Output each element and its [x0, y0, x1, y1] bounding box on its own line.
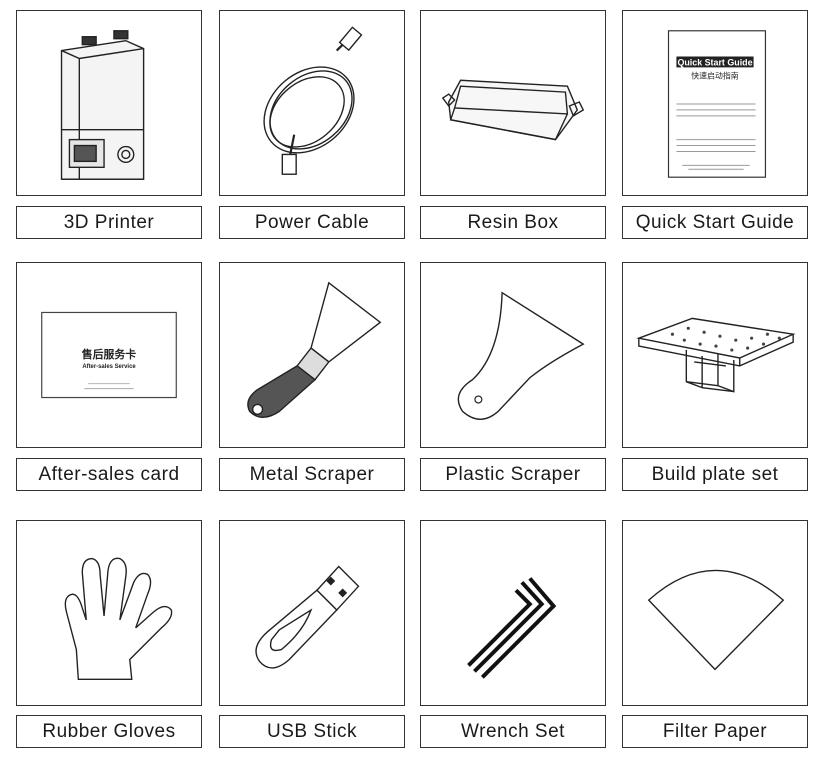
item-label: Rubber Gloves: [16, 715, 202, 748]
metal-scraper-image: [219, 262, 405, 448]
resin-box-image: [420, 10, 606, 196]
power-cable-icon: [263, 26, 363, 175]
guide-title: Quick Start Guide: [677, 57, 752, 67]
filter-paper-icon: [647, 569, 785, 671]
item-label-text: Rubber Gloves: [42, 720, 176, 742]
item-label: Build plate set: [622, 458, 808, 491]
item-label: USB Stick: [219, 715, 405, 748]
item-label-text: 3D Printer: [63, 211, 155, 233]
item-label-text: Build plate set: [651, 463, 779, 485]
resin-box-icon: [441, 79, 585, 141]
item-label: Quick Start Guide: [622, 206, 808, 239]
item-label: 3D Printer: [16, 206, 202, 239]
item-label-text: Power Cable: [254, 211, 370, 233]
3d-printer-image: [16, 10, 202, 196]
card-title: 售后服务卡: [82, 347, 136, 361]
item-label-text: Filter Paper: [662, 720, 768, 742]
after-sales-card-icon: 售后服务卡 After-sales Service: [41, 311, 177, 399]
3d-printer-icon: [60, 30, 145, 180]
wrench-set-icon: [467, 577, 557, 679]
card-subtitle: After-sales Service: [82, 364, 136, 370]
rubber-gloves-image: [16, 520, 202, 706]
item-label: Metal Scraper: [219, 458, 405, 491]
item-label-text: Quick Start Guide: [635, 211, 795, 233]
power-cable-image: [219, 10, 405, 196]
plastic-scraper-image: [420, 262, 606, 448]
build-plate-set-image: [622, 262, 808, 448]
wrench-set-image: [420, 520, 606, 706]
item-label: Wrench Set: [420, 715, 606, 748]
rubber-gloves-icon: [64, 557, 173, 680]
after-sales-card-image: 售后服务卡 After-sales Service: [16, 262, 202, 448]
item-label: After-sales card: [16, 458, 202, 491]
metal-scraper-icon: [247, 281, 382, 419]
item-label: Plastic Scraper: [420, 458, 606, 491]
guide-subtitle: 快速启动指南: [691, 70, 739, 80]
plastic-scraper-icon: [457, 291, 585, 420]
usb-stick-image: [219, 520, 405, 706]
quick-start-guide-image: Quick Start Guide 快速启动指南: [622, 10, 808, 196]
item-label-text: Plastic Scraper: [445, 463, 581, 485]
filter-paper-image: [622, 520, 808, 706]
build-plate-set-icon: [636, 317, 796, 393]
item-label-text: USB Stick: [266, 720, 358, 742]
item-label: Resin Box: [420, 206, 606, 239]
item-label-text: Metal Scraper: [249, 463, 375, 485]
usb-stick-icon: [255, 565, 360, 669]
item-label-text: After-sales card: [38, 463, 180, 485]
quick-start-guide-icon: Quick Start Guide 快速启动指南: [667, 30, 767, 178]
item-label-text: Wrench Set: [461, 720, 565, 742]
item-label: Power Cable: [219, 206, 405, 239]
item-label: Filter Paper: [622, 715, 808, 748]
item-label-text: Resin Box: [467, 211, 559, 233]
